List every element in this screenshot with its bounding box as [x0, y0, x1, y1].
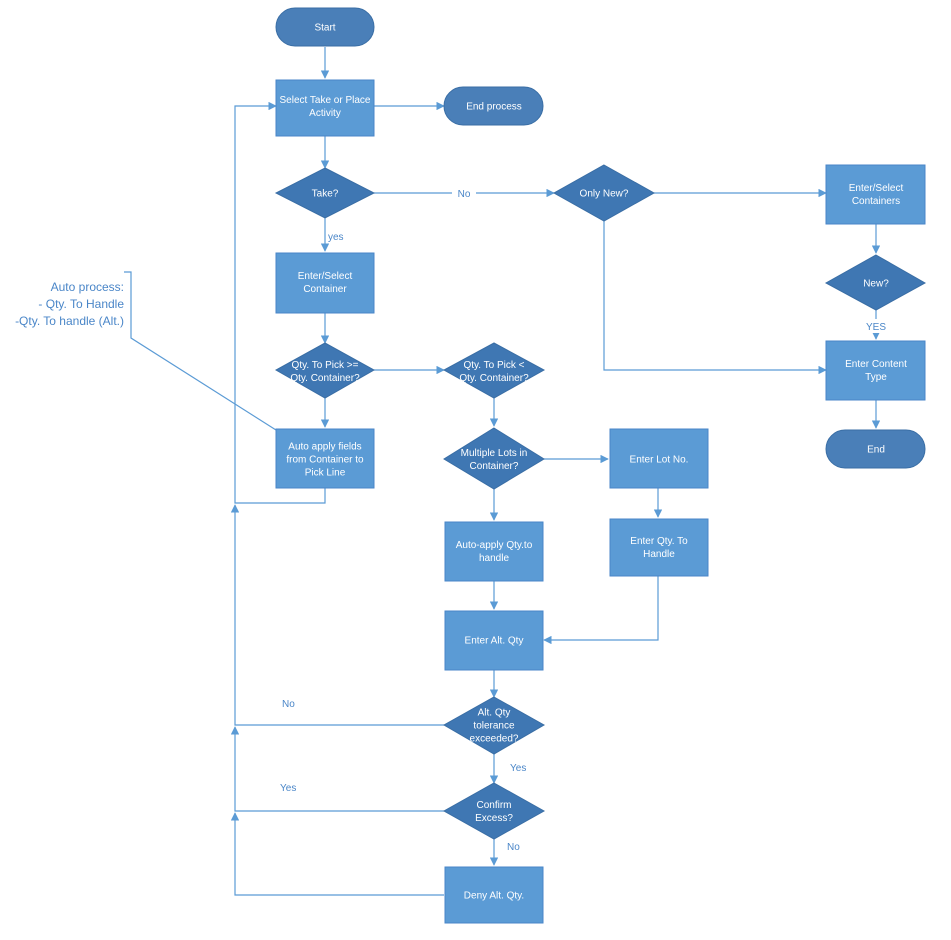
node-deny-alt-qty[interactable]: Deny Alt. Qty. [444, 866, 544, 924]
edge-enter-qty-to-alt-qty [543, 576, 659, 645]
label-tolerance-yes: Yes [510, 763, 526, 774]
label-tolerance-no: No [282, 699, 295, 710]
node-end-process[interactable]: End process [443, 86, 544, 126]
edges [124, 47, 881, 896]
node-enter-lot-no-label: Enter Lot No. [630, 455, 689, 466]
node-end-process-label: End process [466, 102, 522, 113]
label-confirm-yes: Yes [280, 783, 296, 794]
node-new[interactable]: New? [824, 254, 927, 311]
auto-process-note: Auto process: - Qty. To Handle -Qty. To … [15, 280, 124, 328]
note-line-1: Auto process: [51, 280, 124, 294]
node-new-label: New? [863, 279, 889, 290]
node-take[interactable]: Take? [274, 167, 376, 219]
node-qty-pick-ge-label: Qty. To Pick >=Qty. Container? [290, 360, 360, 384]
node-end[interactable]: End [825, 429, 926, 469]
node-only-new[interactable]: Only New? [552, 164, 656, 222]
note-line-3: -Qty. To handle (Alt.) [15, 314, 124, 328]
node-end-label: End [867, 445, 885, 456]
annotation-connector [124, 271, 277, 431]
node-qty-pick-ge[interactable]: Qty. To Pick >=Qty. Container? [274, 342, 376, 399]
node-qty-pick-lt[interactable]: Qty. To Pick <Qty. Container? [442, 342, 546, 399]
nodes: Start End process End Select Take or Pla… [274, 7, 927, 924]
node-qty-pick-lt-label: Qty. To Pick <Qty. Container? [459, 360, 529, 384]
node-deny-alt-qty-label: Deny Alt. Qty. [464, 891, 524, 902]
label-take-no: No [458, 189, 471, 200]
node-only-new-label: Only New? [580, 189, 629, 200]
label-take-yes: yes [328, 232, 344, 243]
node-enter-lot-no[interactable]: Enter Lot No. [609, 428, 709, 489]
node-start[interactable]: Start [275, 7, 375, 47]
label-new-yes: YES [866, 322, 886, 333]
node-enter-alt-qty[interactable]: Enter Alt. Qty [444, 610, 544, 671]
edge-deny-loop [230, 812, 444, 896]
node-enter-alt-qty-label: Enter Alt. Qty [465, 636, 524, 647]
node-take-label: Take? [312, 189, 339, 200]
node-start-label: Start [314, 23, 335, 34]
edge-tolerance-no-loop [230, 504, 444, 726]
edge-confirm-yes-loop [230, 726, 444, 812]
edge-only-new-to-content-type [603, 221, 827, 375]
edge-labels: No yes YES No Yes Yes No [280, 186, 888, 853]
edge-auto-apply-fields-loop [234, 101, 326, 504]
label-confirm-no: No [507, 842, 520, 853]
note-line-2: - Qty. To Handle [38, 297, 124, 311]
